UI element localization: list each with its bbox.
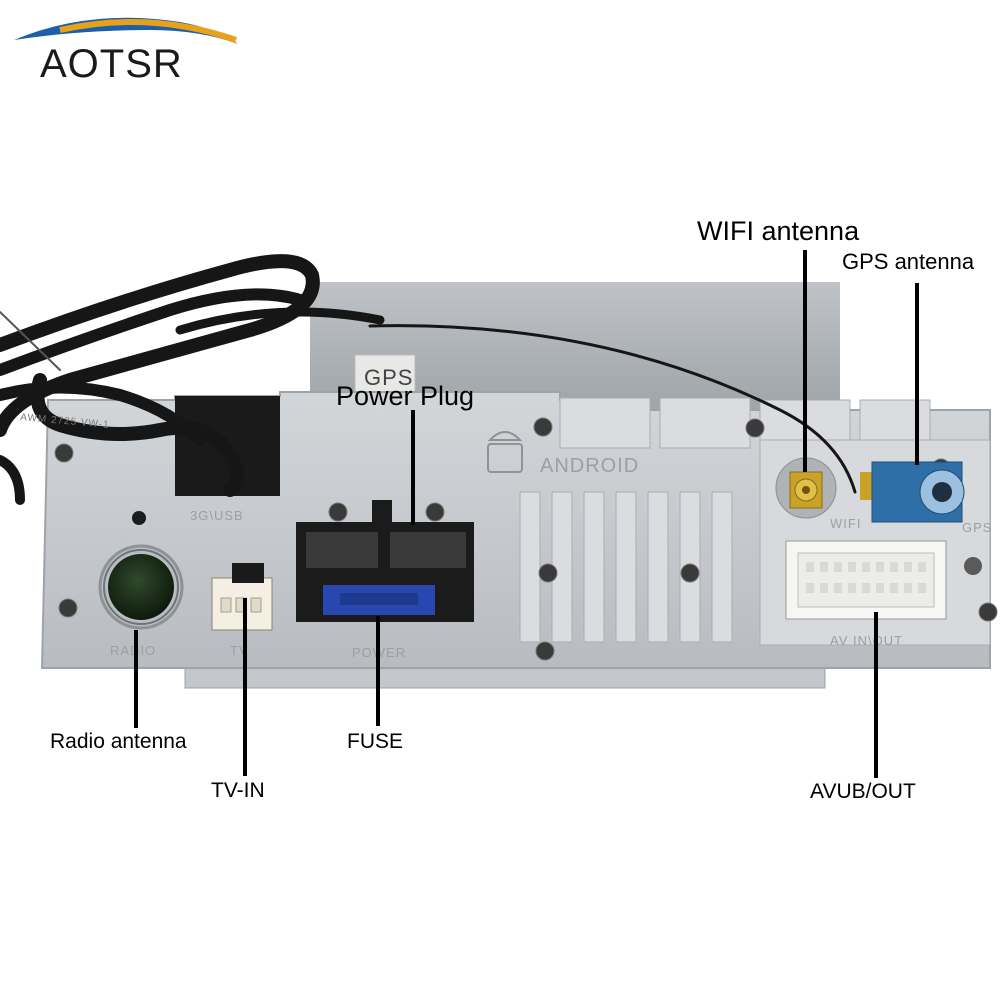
radio-label: RADIO xyxy=(110,643,156,658)
cables xyxy=(0,254,857,505)
radio-antenna-callout: Radio antenna xyxy=(50,730,187,753)
tv-in-callout: TV-IN xyxy=(211,779,265,802)
brand-logo-text: AOTSR xyxy=(40,42,183,86)
android-label: ANDROID xyxy=(540,455,639,477)
power-plug-callout: Power Plug xyxy=(336,381,475,411)
gps-label: GPS xyxy=(962,520,992,535)
gps-antenna-callout: GPS antenna xyxy=(842,249,975,274)
wifi-antenna-callout: WIFI antenna xyxy=(697,216,860,246)
av-connector: AV IN\OUT xyxy=(785,540,947,648)
sticker-text: GPS xyxy=(364,365,413,390)
fuse-callout: FUSE xyxy=(347,730,404,753)
avub-out-callout: AVUB/OUT xyxy=(810,780,916,803)
brand-logo xyxy=(14,17,238,44)
callout-lines xyxy=(134,250,919,778)
wifi-label: WIFI xyxy=(830,516,861,531)
usb-port: 3G\USB xyxy=(175,396,280,523)
wifi-sma-connector: WIFI xyxy=(775,457,861,531)
av-label: AV IN\OUT xyxy=(830,633,903,648)
radio-antenna-socket: RADIO xyxy=(98,544,184,658)
tv-connector: TV xyxy=(211,563,273,658)
usb-label: 3G\USB xyxy=(190,508,244,523)
